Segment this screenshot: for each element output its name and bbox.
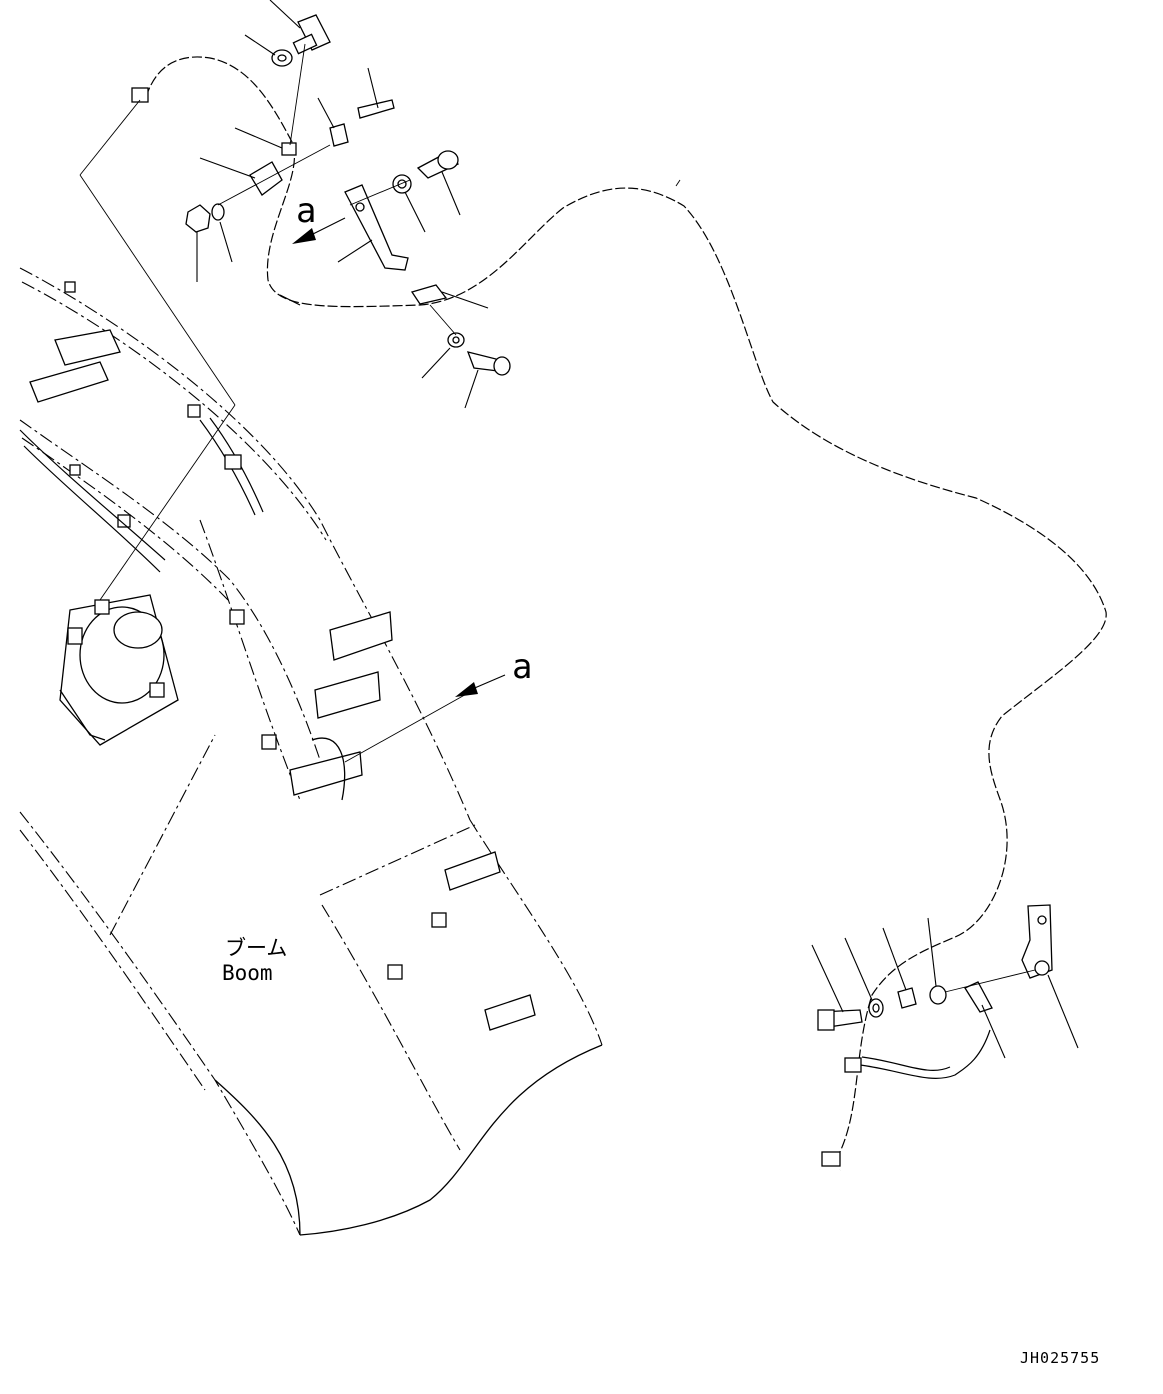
top-hardware [79,14,511,601]
boom-brackets [29,281,536,1031]
view-label-main: a [512,647,532,687]
view-arrows [292,217,506,763]
boom-outline [19,267,603,1236]
view-label-top: a [296,191,316,231]
bottom-hardware [817,904,1053,1031]
solenoid-assembly [59,594,179,746]
callout-leaders [196,0,1079,1059]
drawing-code: JH025755 [1020,1349,1100,1367]
boom-label-en: Boom [222,961,273,985]
main-hose [19,46,1118,1172]
boom-label-jp: ブーム [225,936,287,960]
